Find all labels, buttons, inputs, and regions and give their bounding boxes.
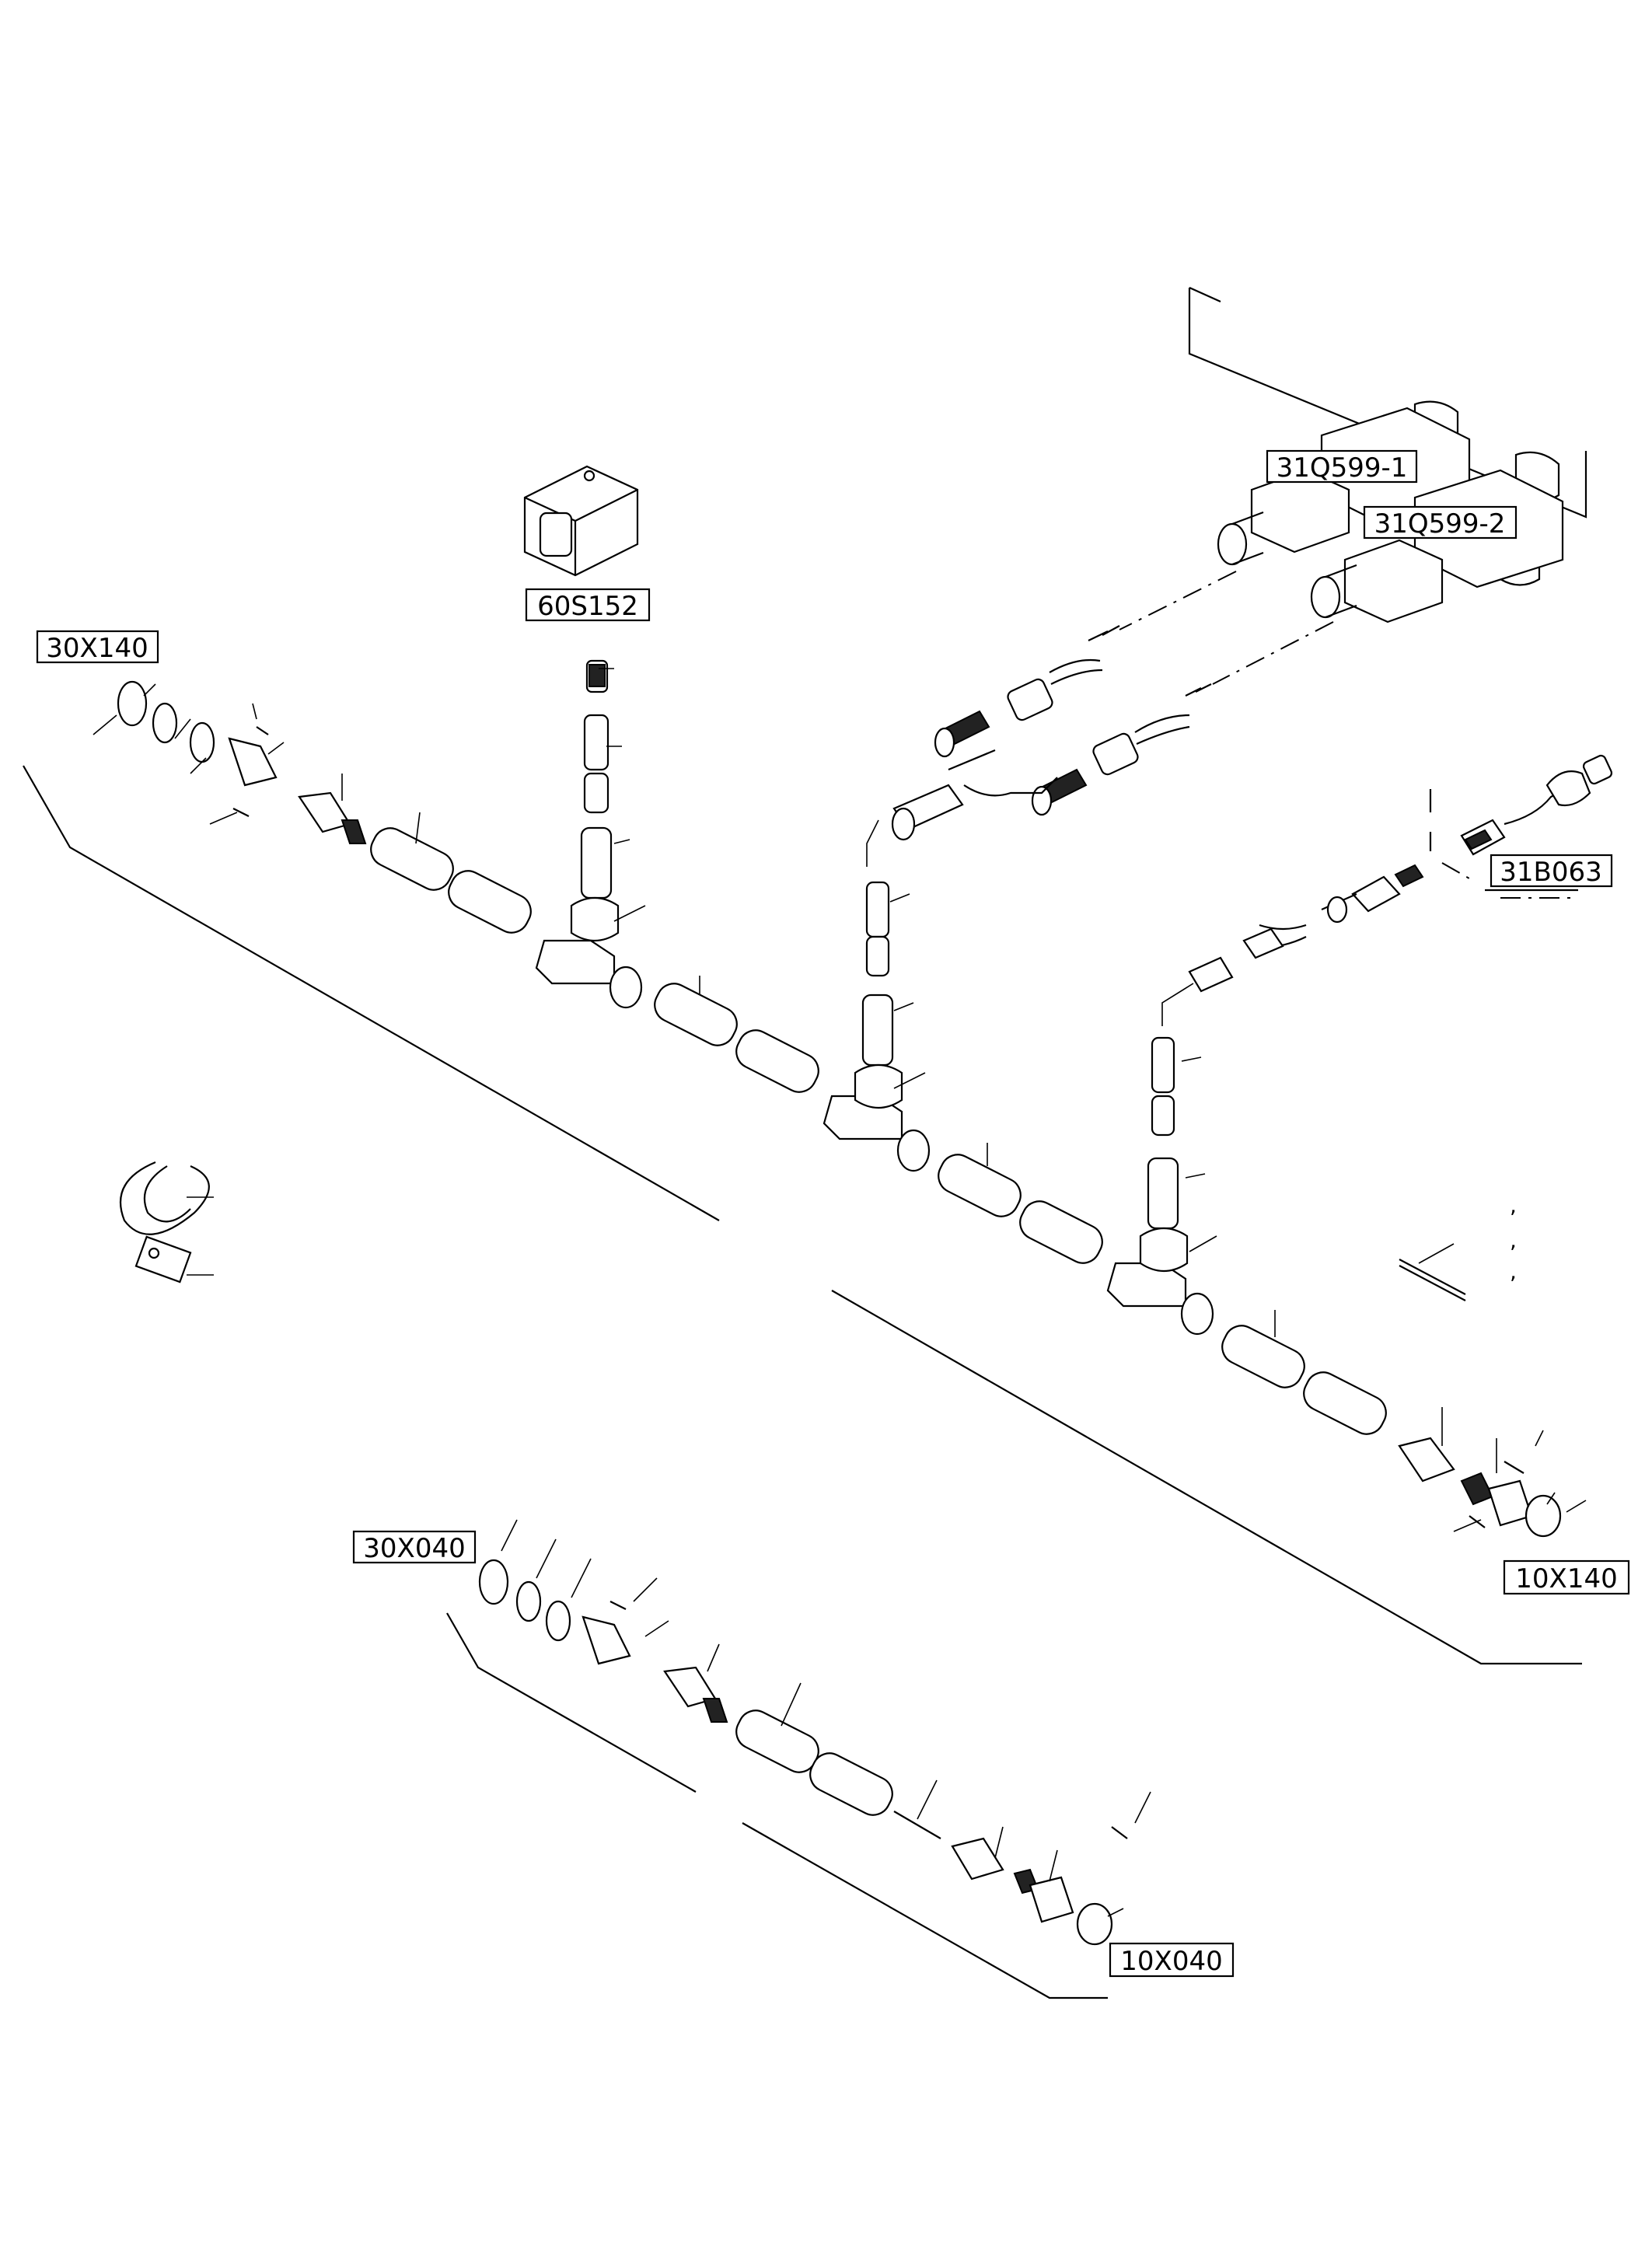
label-31q599-1: 31Q599-1 <box>1266 449 1418 484</box>
label-30x040: 30X040 <box>352 1530 477 1564</box>
comma-mark: , <box>1510 1193 1517 1218</box>
column-60s152 <box>523 465 639 941</box>
label-31b063: 31B063 <box>1490 854 1613 888</box>
main-harness <box>23 668 1587 1665</box>
loose-wire-right <box>1399 1243 1466 1301</box>
label-10x140: 10X140 <box>1503 1559 1630 1595</box>
label-60s152-text: 60S152 <box>537 591 638 622</box>
comma-mark: , <box>1510 1259 1517 1284</box>
label-10x040-text: 10X040 <box>1120 1946 1222 1977</box>
sensor-31b063 <box>1161 754 1613 1026</box>
label-30x140-text: 30X140 <box>46 633 148 664</box>
comma-mark: , <box>1510 1228 1517 1253</box>
label-31b063-text: 31B063 <box>1500 857 1601 888</box>
label-31q599-2: 31Q599-2 <box>1363 505 1518 540</box>
label-60s152: 60S152 <box>525 588 651 622</box>
label-30x040-text: 30X040 <box>363 1533 465 1564</box>
label-30x140: 30X140 <box>36 630 159 664</box>
lower-harness <box>446 1519 1151 1999</box>
label-31q599-1-text: 31Q599-1 <box>1277 452 1408 484</box>
label-10x040: 10X040 <box>1109 1942 1235 1978</box>
label-10x140-text: 10X140 <box>1515 1563 1617 1594</box>
sensor-wiring <box>866 625 1212 867</box>
label-31q599-2-text: 31Q599-2 <box>1374 508 1506 540</box>
loose-parts-left <box>119 1161 214 1283</box>
